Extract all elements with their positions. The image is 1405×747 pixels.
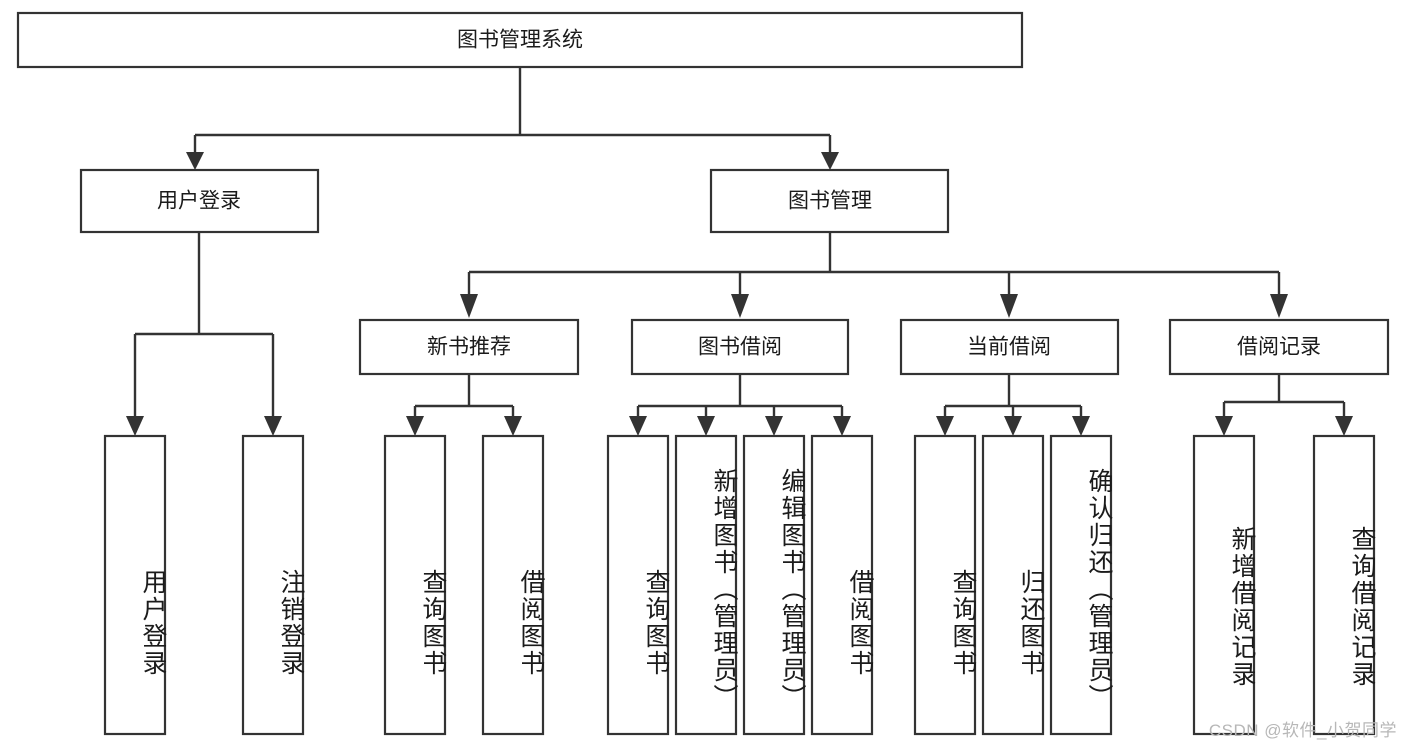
node-book-borrow-box[interactable] [630, 318, 850, 376]
arrow-leaf-logout-login [264, 416, 282, 436]
arrow-leaf-add-book [697, 416, 715, 436]
leaf-borrow-book-1-box[interactable] [481, 434, 545, 736]
leaf-query-book-3-box[interactable] [913, 434, 977, 736]
leaf-confirm-return-box[interactable] [1049, 434, 1113, 736]
node-borrow-record-box[interactable] [1168, 318, 1390, 376]
arrow-leaf-user-login [126, 416, 144, 436]
leaf-add-book-box[interactable] [674, 434, 738, 736]
node-book-borrow-label: 图书借阅 [698, 336, 782, 359]
node-book-manage-label: 图书管理 [788, 190, 872, 213]
arrow-leaf-edit-book [765, 416, 783, 436]
node-current-borrow[interactable]: 当前借阅 [899, 318, 1120, 376]
leaf-query-book-1-box[interactable] [383, 434, 447, 736]
leaf-logout-login-box[interactable] [241, 434, 305, 736]
arrow-to-book-manage [821, 152, 839, 170]
node-user-login-box[interactable] [79, 168, 320, 234]
arrow-to-user-login [186, 152, 204, 170]
node-root-box[interactable] [16, 11, 1024, 69]
arrow-to-book-borrow [731, 294, 749, 318]
arrow-to-current-borrow [1000, 294, 1018, 318]
node-current-borrow-box[interactable] [899, 318, 1120, 376]
node-new-book-recommend-box[interactable] [358, 318, 580, 376]
arrow-leaf-borrow-book-2 [833, 416, 851, 436]
arrow-leaf-borrow-book-1 [504, 416, 522, 436]
connector-layer [126, 67, 1353, 436]
leaf-borrow-book-2-box[interactable] [810, 434, 874, 736]
node-root-label: 图书管理系统 [457, 29, 583, 52]
node-current-borrow-label: 当前借阅 [967, 336, 1051, 359]
leaf-query-book-2-box[interactable] [606, 434, 670, 736]
leaf-box-layer [103, 434, 1376, 736]
arrow-leaf-query-book-1 [406, 416, 424, 436]
node-new-book-recommend-label: 新书推荐 [427, 336, 511, 359]
node-book-borrow[interactable]: 图书借阅 [630, 318, 850, 376]
node-book-manage-box[interactable] [709, 168, 950, 234]
arrow-leaf-return-book [1004, 416, 1022, 436]
leaf-user-login-box[interactable] [103, 434, 167, 736]
leaf-edit-book-box[interactable] [742, 434, 806, 736]
leaf-add-record-box[interactable] [1192, 434, 1256, 736]
node-root[interactable]: 图书管理系统 [16, 11, 1024, 69]
node-borrow-record[interactable]: 借阅记录 [1168, 318, 1390, 376]
node-user-login-label: 用户登录 [157, 190, 241, 213]
arrow-leaf-confirm-return [1072, 416, 1090, 436]
node-user-login[interactable]: 用户登录 [79, 168, 320, 234]
arrow-to-new-book [460, 294, 478, 318]
arrow-leaf-query-book-2 [629, 416, 647, 436]
csdn-watermark: CSDN @软件_小贺同学 [1208, 721, 1397, 740]
arrow-to-borrow-record [1270, 294, 1288, 318]
leaf-return-book-box[interactable] [981, 434, 1045, 736]
node-book-manage[interactable]: 图书管理 [709, 168, 950, 234]
arrow-leaf-query-book-3 [936, 416, 954, 436]
node-new-book-recommend[interactable]: 新书推荐 [358, 318, 580, 376]
arrow-leaf-add-record [1215, 416, 1233, 436]
leaf-query-record-box[interactable] [1312, 434, 1376, 736]
node-borrow-record-label: 借阅记录 [1237, 336, 1321, 359]
arrow-leaf-query-record [1335, 416, 1353, 436]
